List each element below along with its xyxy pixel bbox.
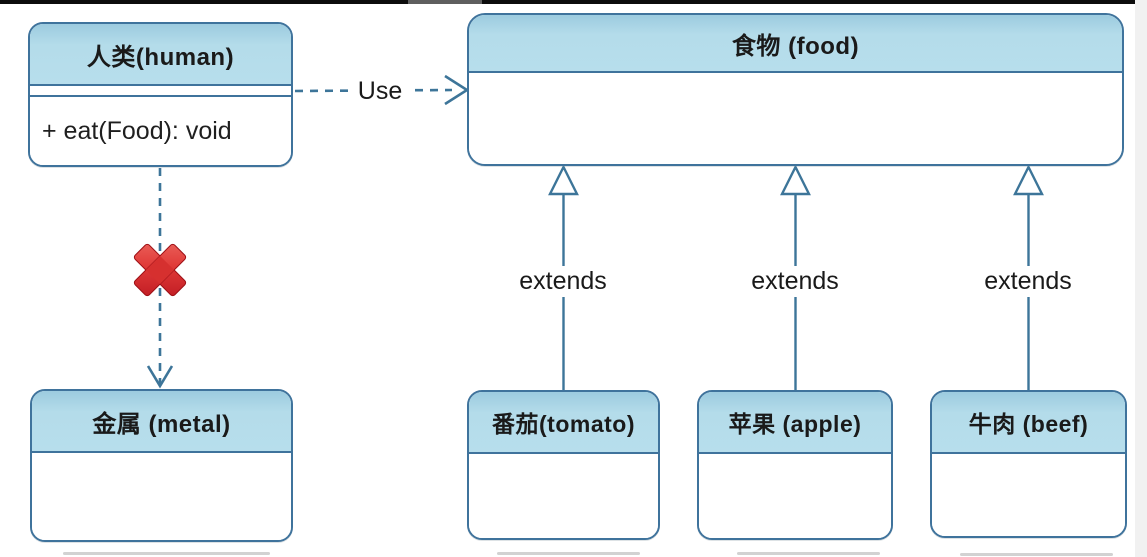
class-box-metal: 金属 (metal)	[30, 389, 293, 542]
class-body-metal	[32, 453, 291, 540]
shadow-bar-tomato	[497, 552, 640, 555]
class-title-human: 人类(human)	[86, 43, 235, 71]
class-box-human: 人类(human) + eat(Food): void	[28, 22, 293, 167]
forbidden-dependency-arrow	[146, 168, 174, 389]
top-edge-bar-segment	[408, 0, 482, 4]
class-body-food	[469, 73, 1122, 164]
class-header-apple: 苹果 (apple)	[699, 392, 891, 454]
class-attrs-human	[30, 86, 291, 97]
right-edge-strip	[1135, 0, 1147, 557]
class-header-human: 人类(human)	[30, 24, 291, 86]
class-body-tomato	[469, 454, 658, 538]
class-header-tomato: 番茄(tomato)	[469, 392, 658, 454]
edge-label-use: Use	[349, 76, 411, 106]
class-title-tomato: 番茄(tomato)	[492, 411, 635, 437]
edge-label-extends-apple: extends	[739, 266, 851, 297]
class-title-beef: 牛肉 (beef)	[968, 411, 1089, 437]
class-body-beef	[932, 454, 1125, 536]
edge-label-extends-beef: extends	[972, 266, 1084, 297]
method-eat: + eat(Food): void	[42, 116, 232, 145]
class-title-metal: 金属 (metal)	[92, 410, 231, 438]
edge-label-extends-tomato: extends	[507, 266, 619, 297]
forbidden-x-icon	[133, 243, 187, 297]
class-title-food: 食物 (food)	[731, 32, 860, 60]
class-title-apple: 苹果 (apple)	[728, 411, 862, 437]
class-methods-human: + eat(Food): void	[30, 97, 291, 165]
shadow-bar-apple	[737, 552, 880, 555]
shadow-bar-beef	[960, 553, 1113, 556]
shadow-bar-metal	[63, 552, 270, 555]
class-header-metal: 金属 (metal)	[32, 391, 291, 453]
class-box-beef: 牛肉 (beef)	[930, 390, 1127, 538]
top-edge-bar	[0, 0, 1135, 4]
class-box-apple: 苹果 (apple)	[697, 390, 893, 540]
class-box-food: 食物 (food)	[467, 13, 1124, 166]
class-box-tomato: 番茄(tomato)	[467, 390, 660, 540]
class-header-beef: 牛肉 (beef)	[932, 392, 1125, 454]
class-header-food: 食物 (food)	[469, 15, 1122, 73]
class-body-apple	[699, 454, 891, 538]
